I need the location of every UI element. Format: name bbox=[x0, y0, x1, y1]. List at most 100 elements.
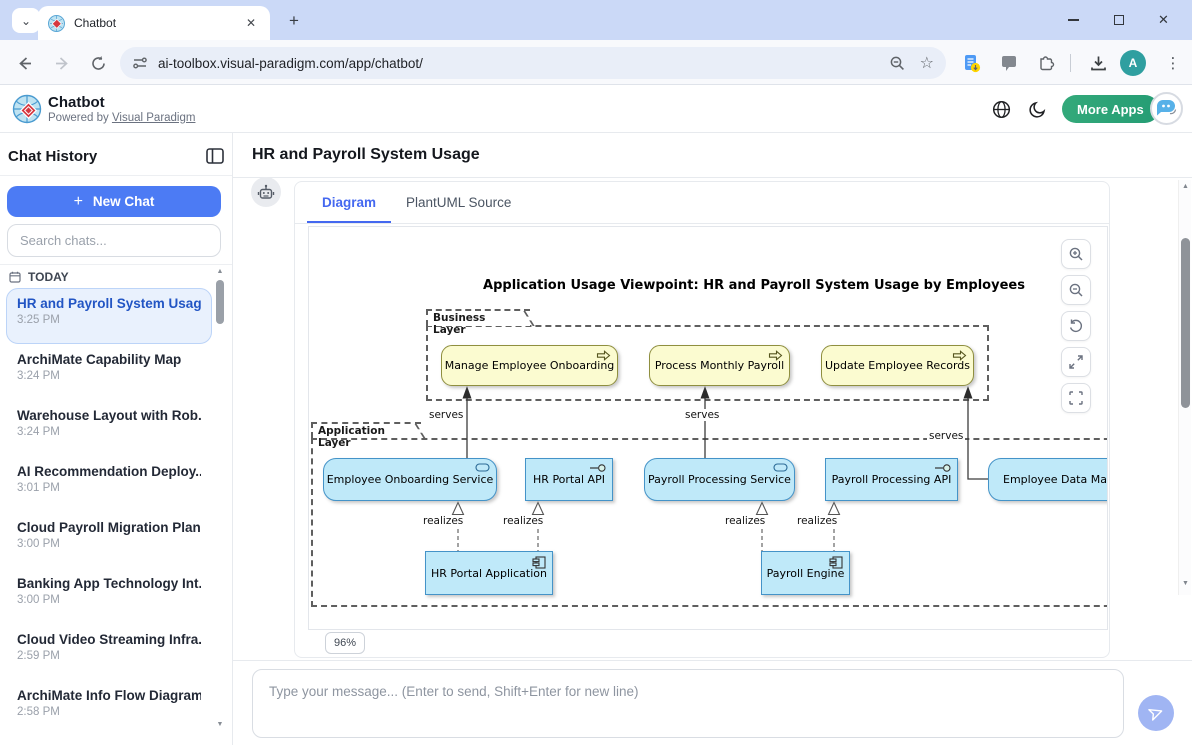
business-layer-label: Business Layer bbox=[426, 309, 530, 336]
scroll-up-icon[interactable]: ▲ bbox=[1182, 183, 1189, 190]
browser-tabstrip: ⌄ Chatbot ✕ + ✕ bbox=[0, 0, 1192, 40]
divider bbox=[0, 175, 232, 176]
url-bar[interactable]: ai-toolbox.visual-paradigm.com/app/chatb… bbox=[120, 47, 946, 79]
divider bbox=[0, 264, 232, 265]
chat-history-item[interactable]: AI Recommendation Deploy... 3:01 PM bbox=[6, 456, 212, 512]
globe-icon bbox=[992, 100, 1010, 118]
reset-view-button[interactable] bbox=[1061, 311, 1091, 341]
new-chat-label: New Chat bbox=[92, 194, 155, 209]
back-button[interactable] bbox=[12, 51, 36, 75]
chat-time: 3:24 PM bbox=[17, 370, 60, 382]
chat-history-item[interactable]: Warehouse Layout with Rob... 3:24 PM bbox=[6, 400, 212, 456]
node-label: Process Monthly Payroll bbox=[654, 359, 785, 372]
send-plane-icon bbox=[1148, 709, 1163, 721]
sidebar-scrollbar-thumb[interactable] bbox=[216, 280, 224, 324]
chat-time: 3:00 PM bbox=[17, 538, 60, 550]
node-app-service: Payroll Processing Service bbox=[644, 458, 795, 501]
node-label: Employee Data Manag bbox=[1003, 473, 1107, 486]
zoom-out-button[interactable] bbox=[1061, 275, 1091, 305]
extensions-puzzle-icon[interactable] bbox=[1033, 50, 1059, 76]
zoom-indicator-icon[interactable] bbox=[889, 55, 906, 72]
maximize-icon bbox=[1113, 15, 1124, 25]
chat-history-item[interactable]: Cloud Video Streaming Infra... 2:59 PM bbox=[6, 624, 212, 680]
serves-label: serves bbox=[683, 409, 722, 421]
chat-history-item[interactable]: ArchiMate Capability Map 3:24 PM bbox=[6, 344, 212, 400]
chat-history-item[interactable]: ArchiMate Info Flow Diagram 2:58 PM bbox=[6, 680, 212, 736]
tab-bar: Diagram PlantUML Source bbox=[295, 182, 1109, 224]
zoom-in-button[interactable] bbox=[1061, 239, 1091, 269]
minimize-button[interactable] bbox=[1051, 0, 1096, 40]
maximize-button[interactable] bbox=[1096, 0, 1141, 40]
interface-lollipop-icon bbox=[590, 464, 606, 472]
reload-button[interactable] bbox=[86, 51, 110, 75]
node-label: HR Portal Application bbox=[431, 566, 547, 580]
chat-history-item[interactable]: Banking App Technology Int... 3:00 PM bbox=[6, 568, 212, 624]
component-icon bbox=[532, 556, 546, 569]
application-layer-group bbox=[311, 438, 1107, 607]
chat-time: 3:25 PM bbox=[17, 314, 60, 326]
node-label: Employee Onboarding Service bbox=[326, 473, 494, 486]
more-apps-button[interactable]: More Apps bbox=[1062, 95, 1159, 123]
tab-search-button[interactable]: ⌄ bbox=[12, 8, 40, 33]
reset-icon bbox=[1069, 319, 1083, 333]
comment-extension-icon[interactable] bbox=[996, 50, 1022, 76]
collapse-panel-icon[interactable] bbox=[206, 148, 224, 164]
fit-screen-button[interactable] bbox=[1061, 383, 1091, 413]
expand-icon bbox=[1069, 355, 1083, 369]
diagram-connectors bbox=[451, 386, 988, 551]
zoom-in-icon bbox=[1069, 247, 1083, 261]
interface-lollipop-icon bbox=[935, 464, 951, 472]
browser-profile-avatar[interactable]: A bbox=[1120, 50, 1146, 76]
window-controls: ✕ bbox=[1051, 0, 1186, 40]
back-icon bbox=[18, 56, 31, 70]
realizes-label: realizes bbox=[421, 515, 466, 527]
tab-close-icon[interactable]: ✕ bbox=[245, 16, 257, 30]
tab-diagram[interactable]: Diagram bbox=[307, 182, 392, 223]
chat-history-item[interactable]: HR and Payroll System Usage 3:25 PM bbox=[6, 288, 212, 344]
language-globe-button[interactable] bbox=[989, 97, 1013, 121]
app-title: Chatbot bbox=[48, 94, 105, 111]
node-component: Payroll Engine bbox=[761, 551, 850, 595]
scroll-down-icon[interactable]: ▼ bbox=[1182, 580, 1189, 587]
powered-by: Powered by Visual Paradigm bbox=[48, 112, 195, 124]
node-app-service: Employee Onboarding Service bbox=[323, 458, 497, 501]
node-label: Payroll Processing Service bbox=[648, 473, 791, 486]
close-button[interactable]: ✕ bbox=[1141, 0, 1186, 40]
main-scrollbar[interactable]: ▲ ▼ bbox=[1178, 180, 1191, 595]
diagram-viewport[interactable]: Application Usage Viewpoint: HR and Payr… bbox=[308, 226, 1108, 630]
bookmark-star-icon[interactable]: ☆ bbox=[919, 55, 934, 72]
chat-bubble-icon bbox=[1157, 100, 1177, 116]
url-text[interactable]: ai-toolbox.visual-paradigm.com/app/chatb… bbox=[158, 55, 423, 71]
sidebar-scroll-up-icon[interactable]: ▲ bbox=[216, 268, 224, 275]
downloads-icon[interactable] bbox=[1085, 50, 1111, 76]
diagram-zoom-controls bbox=[1061, 239, 1091, 413]
tab-title: Chatbot bbox=[74, 16, 117, 30]
toolbar-separator bbox=[1070, 54, 1071, 72]
dark-mode-button[interactable] bbox=[1026, 97, 1050, 121]
chevron-down-icon: ⌄ bbox=[20, 13, 32, 28]
message-input[interactable] bbox=[252, 669, 1124, 738]
forward-button[interactable] bbox=[50, 51, 74, 75]
chat-history-item[interactable]: Cloud Payroll Migration Plan 3:00 PM bbox=[6, 512, 212, 568]
chat-time: 3:24 PM bbox=[17, 426, 60, 438]
node-business-process: Manage Employee Onboarding bbox=[441, 345, 618, 386]
new-chat-button[interactable]: + New Chat bbox=[7, 186, 221, 217]
node-app-service: Employee Data Manag bbox=[988, 458, 1107, 501]
diagram-card: Diagram PlantUML Source Application Usag… bbox=[294, 181, 1110, 658]
expand-button[interactable] bbox=[1061, 347, 1091, 377]
browser-menu-icon[interactable]: ⋮ bbox=[1165, 55, 1181, 72]
browser-tab[interactable]: Chatbot ✕ bbox=[38, 6, 270, 40]
tab-plantuml-source[interactable]: PlantUML Source bbox=[406, 195, 512, 210]
sidebar-scroll-down-icon[interactable]: ▼ bbox=[216, 721, 224, 728]
send-button[interactable] bbox=[1138, 695, 1174, 731]
fit-screen-icon bbox=[1069, 391, 1083, 405]
main-scrollbar-thumb[interactable] bbox=[1181, 238, 1190, 408]
search-chats-input[interactable] bbox=[7, 224, 221, 257]
docs-extension-icon[interactable] bbox=[959, 50, 985, 76]
new-tab-button[interactable]: + bbox=[289, 11, 299, 30]
serves-label: serves bbox=[927, 430, 966, 442]
visual-paradigm-link[interactable]: Visual Paradigm bbox=[111, 112, 196, 124]
node-component: HR Portal Application bbox=[425, 551, 553, 595]
node-app-interface: Payroll Processing API bbox=[825, 458, 958, 501]
